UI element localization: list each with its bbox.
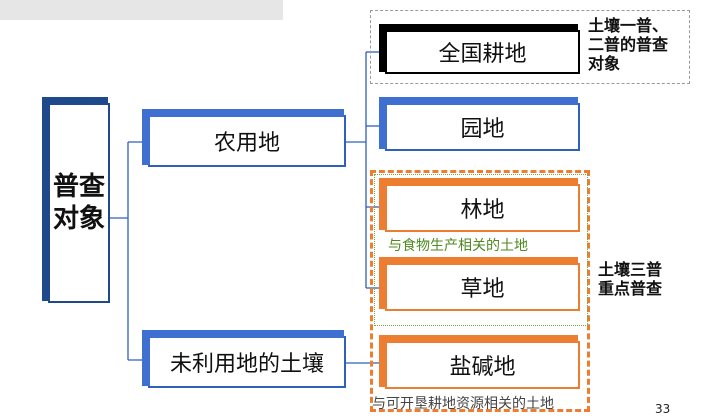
leaf-forest: 林地: [379, 178, 580, 232]
leaf-forest-label: 林地: [460, 198, 505, 223]
survey3-note: 土壤三普重点普查: [598, 260, 663, 298]
food-related-note: 与食物生产相关的土地: [388, 238, 528, 254]
category-agricultural: 农用地: [142, 109, 346, 167]
category-agricultural-label: 农用地: [213, 131, 280, 156]
food-frame: [374, 174, 588, 326]
leaf-saline: 盐碱地: [379, 335, 580, 389]
leaf-grassland: 草地: [379, 257, 580, 311]
category-unused: 未利用地的土壤: [142, 330, 346, 388]
leaf-cropland: 全国耕地: [379, 24, 580, 74]
root-label: 普查对象: [52, 172, 105, 234]
leaf-orchard: 园地: [379, 97, 580, 151]
leaf-grassland-label: 草地: [460, 277, 505, 302]
page-number: 33: [655, 402, 671, 416]
top-band: [0, 0, 283, 20]
leaf-cropland-label: 全国耕地: [438, 42, 527, 67]
root-node: 普查对象: [42, 97, 110, 303]
survey3-frame: [370, 170, 590, 412]
reclaim-related-note: 与可开垦耕地资源相关的土地: [372, 396, 554, 412]
leaf-saline-label: 盐碱地: [449, 355, 516, 380]
category-unused-label: 未利用地的土壤: [169, 352, 324, 377]
survey12-note: 土壤一普、二普的普查对象: [588, 16, 669, 73]
leaf-orchard-label: 园地: [460, 117, 505, 142]
survey12-frame: [370, 10, 690, 84]
